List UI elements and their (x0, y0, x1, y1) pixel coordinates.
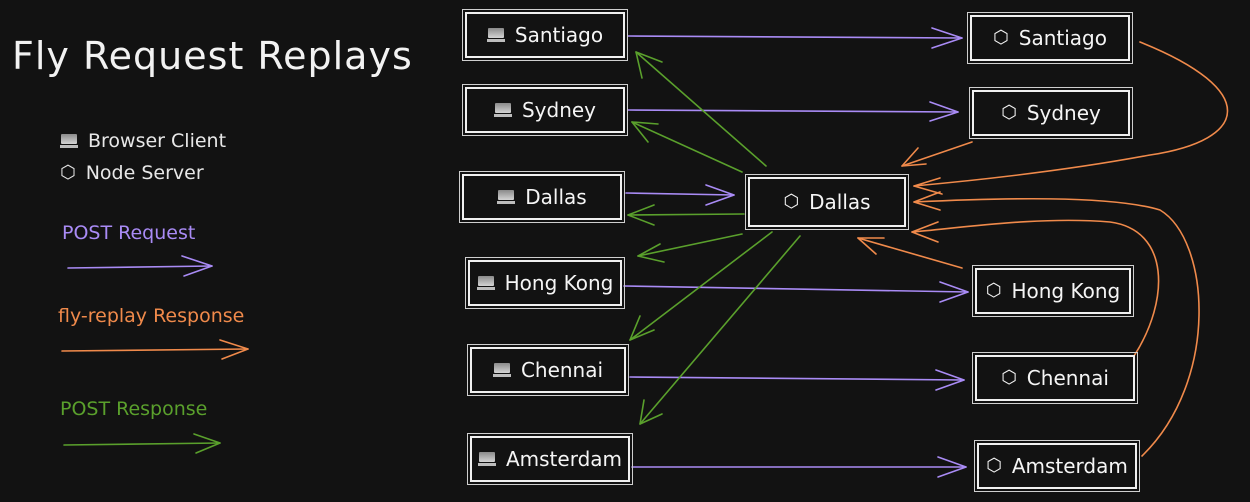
laptop-icon (476, 276, 495, 290)
client-label: Dallas (525, 185, 587, 209)
client-box-sydney: Sydney (462, 84, 628, 136)
hexagon-icon: ⬡ (985, 280, 1002, 301)
client-label: Amsterdam (505, 447, 623, 471)
server-box-amsterdam: ⬡ Amsterdam (974, 440, 1140, 492)
client-label: Chennai (520, 358, 604, 382)
legend-node-server-label: Node Server (85, 162, 204, 184)
server-label: Chennai (1026, 366, 1109, 390)
legend-post-response-label: POST Response (60, 398, 208, 420)
laptop-icon (486, 28, 505, 42)
server-box-dallas: ⬡ Dallas (745, 174, 909, 230)
legend-response-arrow (63, 433, 221, 454)
client-box-chennai: Chennai (467, 344, 629, 396)
server-box-hong-kong: ⬡ Hong Kong (972, 265, 1134, 317)
client-label: Hong Kong (504, 271, 614, 295)
request-arrows (623, 27, 969, 478)
client-box-santiago: Santiago (462, 9, 628, 61)
hexagon-icon: ⬡ (1001, 102, 1017, 123)
hexagon-icon: ⬡ (993, 27, 1009, 48)
laptop-icon (493, 103, 512, 117)
laptop-icon (492, 363, 511, 377)
legend-post-request-label: POST Request (62, 222, 196, 244)
server-label: Hong Kong (1011, 279, 1121, 303)
laptop-icon (497, 190, 516, 204)
server-box-sydney: ⬡ Sydney (969, 87, 1133, 139)
client-label: Sydney (521, 98, 597, 122)
client-label: Santiago (514, 23, 604, 47)
server-label: Amsterdam (1011, 454, 1128, 478)
replay-arrows (857, 41, 1229, 457)
laptop-icon (60, 134, 78, 148)
laptop-icon (477, 452, 496, 466)
hexagon-icon: ⬡ (783, 191, 800, 212)
hexagon-icon: ⬡ (60, 162, 76, 183)
server-label: Sydney (1026, 101, 1101, 125)
server-box-chennai: ⬡ Chennai (972, 352, 1138, 404)
hexagon-icon: ⬡ (1001, 367, 1017, 388)
legend-request-arrow (67, 255, 213, 277)
diagram-title: Fly Request Replays (12, 34, 413, 78)
legend-browser-client-label: Browser Client (88, 130, 227, 152)
hexagon-icon: ⬡ (986, 455, 1002, 476)
server-box-santiago: ⬡ Santiago (967, 12, 1133, 64)
legend-replay-arrow (61, 339, 249, 360)
client-box-amsterdam: Amsterdam (467, 433, 633, 485)
legend-fly-replay-label: fly-replay Response (58, 305, 245, 327)
legend-node-server: ⬡ Node Server (60, 162, 204, 184)
server-label: Santiago (1018, 26, 1107, 50)
legend-browser-client: Browser Client (60, 130, 226, 152)
client-box-hong-kong: Hong Kong (465, 257, 625, 309)
client-box-dallas: Dallas (459, 171, 625, 223)
server-label: Dallas (809, 190, 871, 214)
response-arrows (627, 51, 801, 425)
